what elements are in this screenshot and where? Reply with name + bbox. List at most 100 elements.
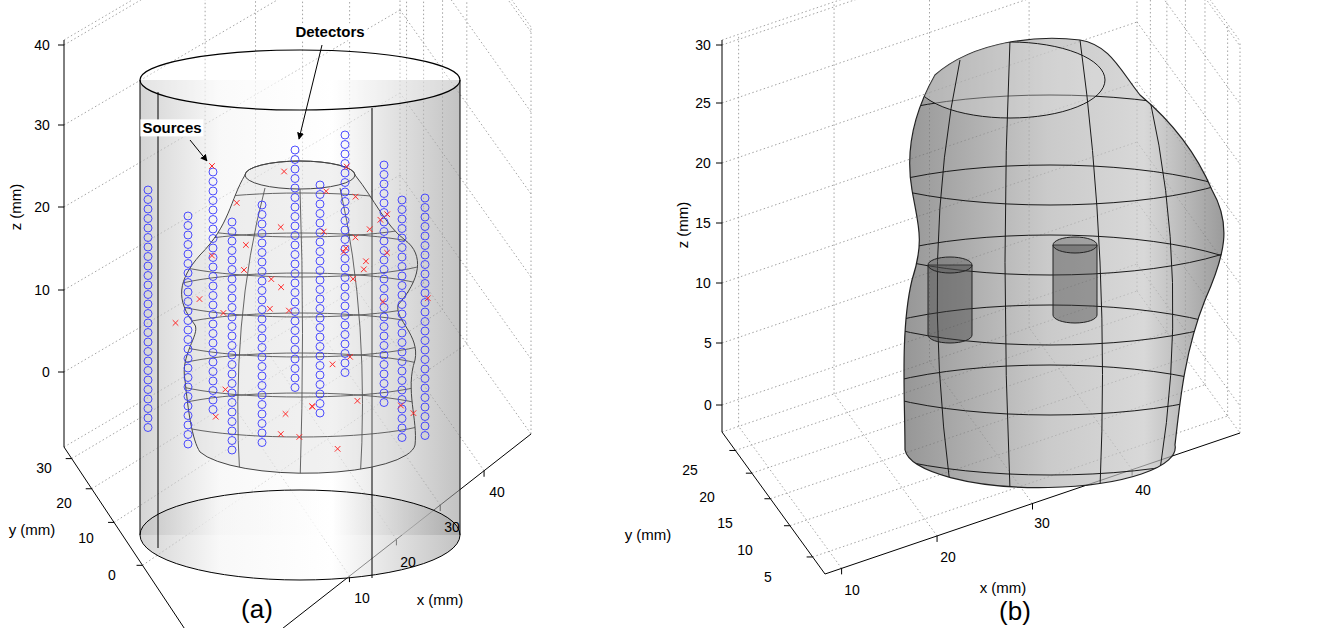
detector-marker bbox=[209, 301, 217, 309]
tick-label: 20 bbox=[940, 549, 956, 565]
detector-marker bbox=[209, 377, 217, 385]
detector-marker bbox=[291, 251, 299, 259]
detector-marker bbox=[144, 205, 152, 213]
source-marker bbox=[197, 296, 203, 302]
detector-marker bbox=[341, 141, 349, 149]
detector-marker bbox=[228, 294, 236, 302]
detector-marker bbox=[316, 324, 324, 332]
grid-line bbox=[86, 488, 92, 489]
source-marker bbox=[363, 258, 369, 264]
detector-marker bbox=[341, 340, 349, 348]
detector-marker bbox=[144, 291, 152, 299]
source-marker bbox=[281, 169, 287, 175]
detector-marker bbox=[316, 305, 324, 313]
detector-marker bbox=[380, 228, 388, 236]
detector-marker bbox=[421, 432, 429, 440]
mesh-ring bbox=[830, 235, 1270, 345]
grid-line bbox=[58, 207, 64, 208]
callout-label: Detectors bbox=[293, 23, 366, 40]
cylinder-edge bbox=[140, 80, 141, 535]
detector-marker bbox=[291, 317, 299, 325]
detector-marker bbox=[398, 244, 406, 252]
detector-marker bbox=[258, 315, 266, 323]
detector-marker bbox=[316, 257, 324, 265]
detector-marker bbox=[291, 270, 299, 278]
detector-marker bbox=[144, 234, 152, 242]
detector-marker bbox=[291, 336, 299, 344]
detector-marker bbox=[144, 243, 152, 251]
source-markers bbox=[173, 163, 431, 451]
tick-label: 20 bbox=[34, 199, 50, 215]
grid-line bbox=[716, 343, 722, 344]
detector-marker bbox=[184, 355, 192, 363]
detector-marker bbox=[421, 308, 429, 316]
detector-marker bbox=[209, 330, 217, 338]
detector-marker bbox=[341, 293, 349, 301]
detector-marker bbox=[258, 382, 266, 390]
detector-marker bbox=[341, 264, 349, 272]
detector-marker bbox=[398, 367, 406, 375]
detector-marker bbox=[228, 266, 236, 274]
grid-line bbox=[807, 556, 813, 557]
detector-marker bbox=[398, 415, 406, 423]
detector-marker bbox=[184, 326, 192, 334]
tick-label: 20 bbox=[695, 155, 711, 171]
inclusion-top bbox=[928, 257, 972, 273]
detector-marker bbox=[144, 196, 152, 204]
source-marker bbox=[335, 446, 341, 452]
tick-label: 30 bbox=[1034, 515, 1050, 531]
detector-marker bbox=[258, 410, 266, 418]
detector-marker bbox=[291, 260, 299, 268]
grid-line bbox=[58, 125, 64, 126]
source-marker bbox=[384, 250, 390, 256]
detector-marker bbox=[228, 218, 236, 226]
source-marker bbox=[398, 403, 404, 409]
grid-line bbox=[716, 103, 722, 104]
source-marker bbox=[267, 306, 273, 312]
axis-title: x (mm) bbox=[417, 591, 464, 608]
detector-marker bbox=[316, 343, 324, 351]
detector-marker bbox=[398, 301, 406, 309]
detector-marker bbox=[380, 313, 388, 321]
detector-marker bbox=[380, 256, 388, 264]
detector-marker bbox=[380, 323, 388, 331]
source-marker bbox=[269, 276, 275, 282]
detector-marker bbox=[144, 262, 152, 270]
detector-marker bbox=[209, 178, 217, 186]
detector-marker bbox=[209, 263, 217, 271]
tick-label: 20 bbox=[56, 495, 72, 511]
detector-marker bbox=[144, 395, 152, 403]
detector-marker bbox=[341, 150, 349, 158]
detector-marker bbox=[209, 235, 217, 243]
detector-marker bbox=[228, 342, 236, 350]
grid-line bbox=[716, 283, 722, 284]
detector-marker bbox=[316, 409, 324, 417]
detector-marker bbox=[144, 367, 152, 375]
detector-marker bbox=[316, 219, 324, 227]
tick-label: 30 bbox=[34, 117, 50, 133]
detector-marker bbox=[258, 429, 266, 437]
detector-marker bbox=[184, 212, 192, 220]
detector-marker bbox=[228, 418, 236, 426]
detector-marker bbox=[184, 250, 192, 258]
tick-label: 10 bbox=[354, 590, 370, 606]
source-marker bbox=[367, 226, 373, 232]
source-marker bbox=[353, 194, 359, 200]
detector-marker bbox=[421, 223, 429, 231]
detector-marker bbox=[316, 314, 324, 322]
source-marker bbox=[278, 224, 284, 230]
detector-marker bbox=[341, 160, 349, 168]
inclusion-top bbox=[1053, 237, 1097, 253]
mesh-ring bbox=[160, 393, 440, 437]
detector-marker bbox=[291, 222, 299, 230]
detector-marker bbox=[184, 288, 192, 296]
detector-marker bbox=[316, 276, 324, 284]
source-marker bbox=[323, 188, 329, 194]
detector-marker bbox=[421, 232, 429, 240]
detector-marker bbox=[398, 272, 406, 280]
detector-marker bbox=[144, 338, 152, 346]
detector-marker bbox=[291, 203, 299, 211]
grid-line bbox=[400, 0, 531, 27]
